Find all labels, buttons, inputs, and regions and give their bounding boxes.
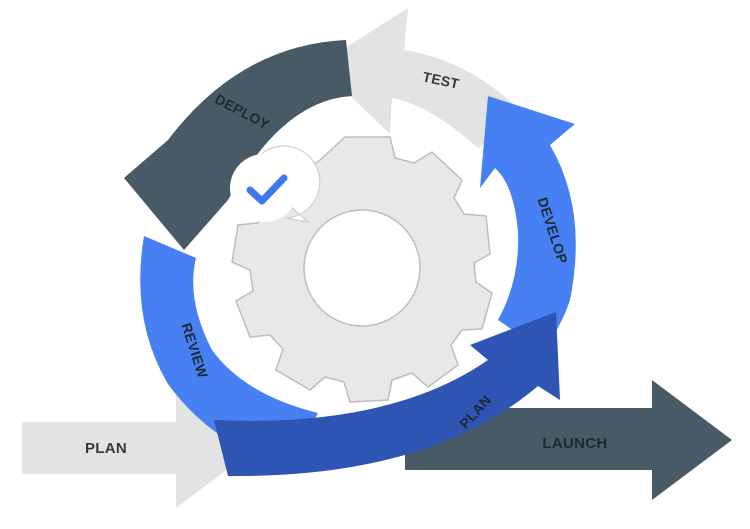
plan-input-label: PLAN	[85, 440, 127, 457]
plan-input-arrow	[22, 388, 256, 508]
launch-label: LAUNCH	[542, 435, 607, 452]
deploy-arrow	[124, 40, 352, 250]
plan-cycle-arrow	[214, 312, 560, 477]
test-label: TEST	[421, 68, 461, 91]
develop-arrow	[480, 96, 576, 350]
review-arrow	[140, 236, 318, 466]
checkmark-icon	[230, 145, 321, 223]
test-arrow	[318, 8, 525, 148]
